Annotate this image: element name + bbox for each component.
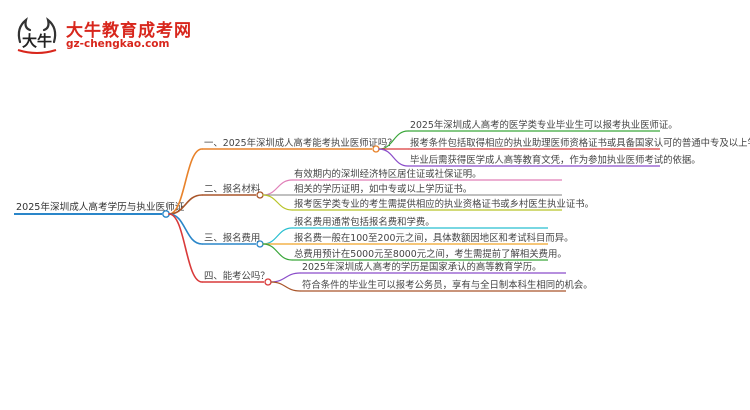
logo-mark-text: 大牛 xyxy=(22,32,52,50)
brand-logo[interactable]: 大牛 大牛教育成考网 gz-chengkao.com xyxy=(14,12,204,54)
branch-4-connector xyxy=(168,213,203,283)
root-label: 2025年深圳成人高考学历与执业医师证 xyxy=(16,201,185,213)
branch-4-leaf-1-text: 2025年深圳成人高考的学历是国家承认的高等教育学历。 xyxy=(302,261,542,273)
brand-url: gz-chengkao.com xyxy=(66,38,170,50)
branch-1-leaf-3-connector xyxy=(378,148,409,167)
branch-1-connector xyxy=(168,148,203,215)
branch-1-leaf-1-text: 2025年深圳成人高考的医学类专业毕业生可以报考执业医师证。 xyxy=(410,119,678,131)
branch-3-leaf-2-text: 报名费一般在100至200元之间，具体数额因地区和考试科目而异。 xyxy=(294,232,574,244)
branch-2-leaf-1-text: 有效期内的深圳经济特区居住证或社保证明。 xyxy=(294,168,482,180)
branch-3-node xyxy=(256,240,264,248)
branch-2-leaf-2-text: 相关的学历证明，如中专或以上学历证书。 xyxy=(294,183,472,195)
branch-2-leaf-3-text: 报考医学类专业的考生需提供相应的执业资格证书或乡村医生执业证书。 xyxy=(294,198,594,210)
branch-3-leaf-1-text: 报名费用通常包括报名费和学费。 xyxy=(294,216,435,228)
branch-3-label: 三、报名费用 xyxy=(204,232,260,244)
bull-logo-icon: 大牛 xyxy=(17,17,57,54)
branch-2-node xyxy=(256,191,264,199)
branch-4-label: 四、能考公吗？ xyxy=(204,270,270,282)
branch-4-leaf-2-connector xyxy=(270,281,301,292)
branch-3-leaf-1-connector xyxy=(262,227,293,245)
branch-4-leaf-2-text: 符合条件的毕业生可以报考公务员，享有与全日制本科生相同的机会。 xyxy=(302,279,593,291)
branch-2-connector xyxy=(168,194,203,215)
branch-3-leaf-3-text: 总费用预计在5000元至8000元之间，考生需提前了解相关费用。 xyxy=(294,248,567,260)
branch-3-leaf-3-connector xyxy=(262,243,293,261)
branch-3-connector xyxy=(168,213,203,245)
branch-4-node xyxy=(264,278,272,286)
branch-2-label: 二、报名材料 xyxy=(204,183,261,195)
branch-4-leaf-1-connector xyxy=(270,272,301,283)
branch-1-leaf-3-text: 毕业后需获得医学成人高等教育文凭，作为参加执业医师考试的依据。 xyxy=(410,154,701,166)
branch-1-label: 一、2025年深圳成人高考能考执业医师证吗？ xyxy=(204,137,397,149)
branch-2-leaf-1-connector xyxy=(262,179,293,196)
branch-1-leaf-2-text: 报考条件包括取得相应的执业助理医师资格证书或具备国家认可的普通中专及以上学历。 xyxy=(410,137,750,149)
branch-1-node xyxy=(372,145,380,153)
brand-title: 大牛教育成考网 xyxy=(66,21,192,41)
branch-2-leaf-3-connector xyxy=(262,194,293,211)
